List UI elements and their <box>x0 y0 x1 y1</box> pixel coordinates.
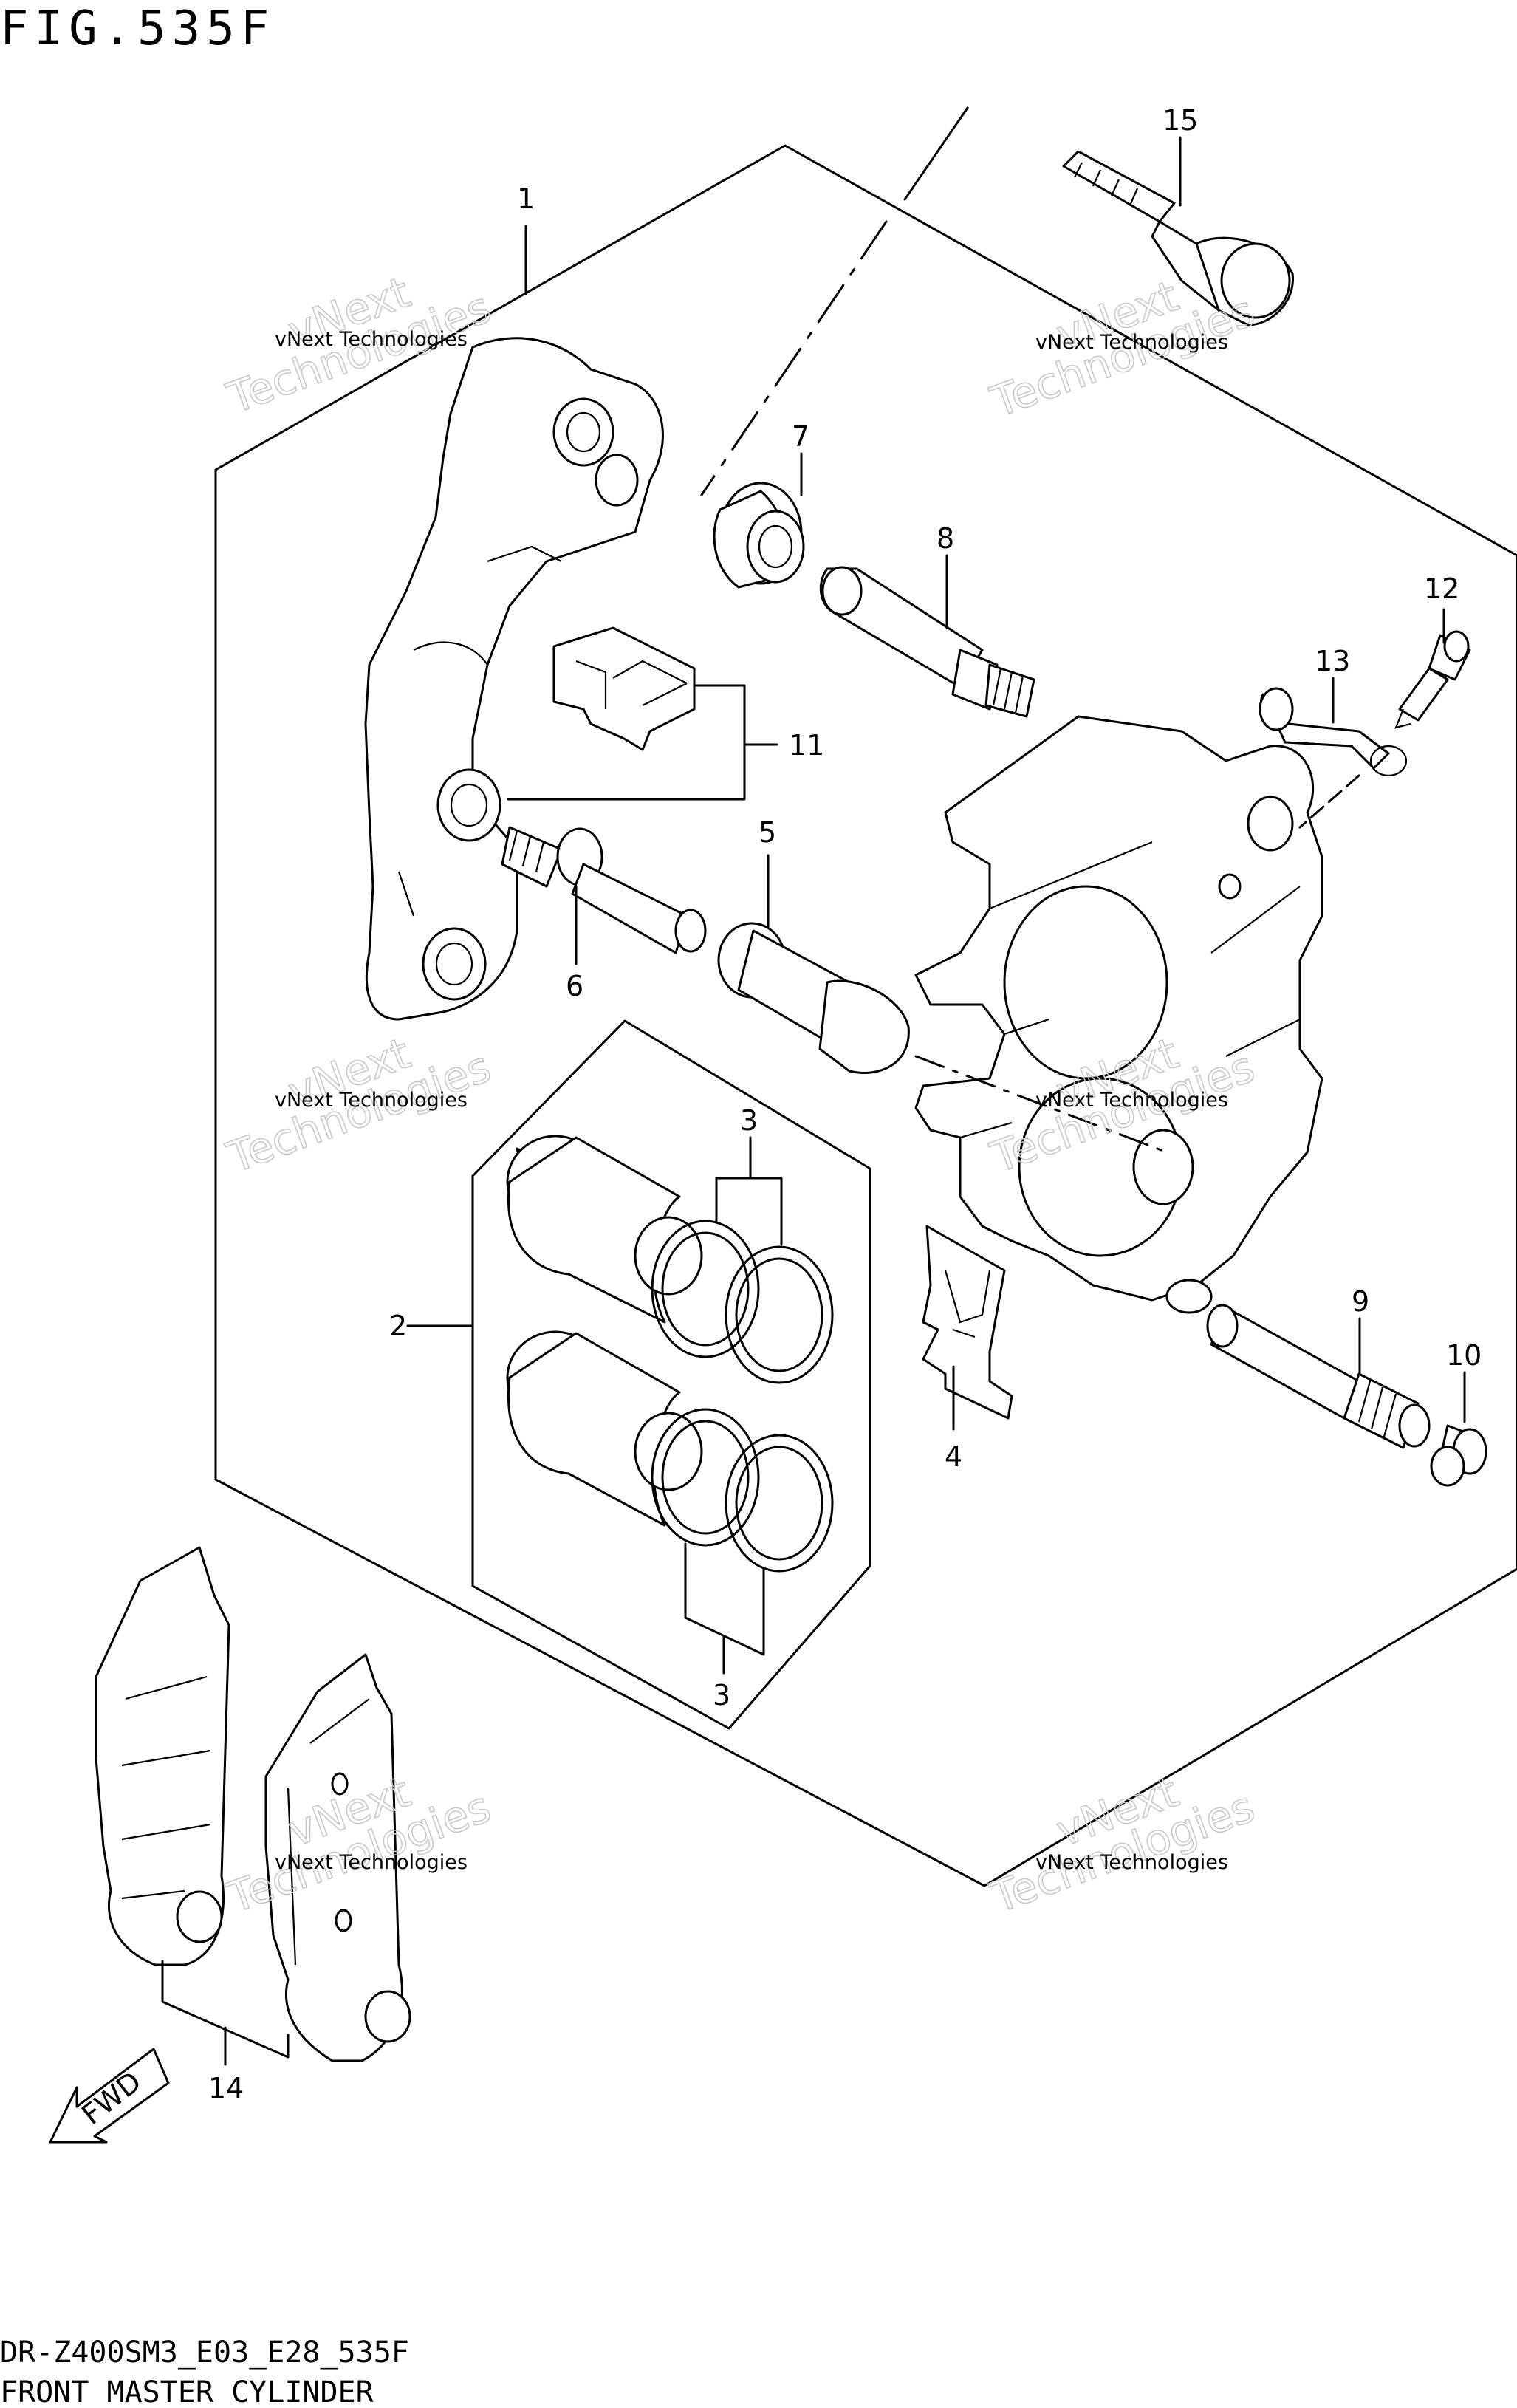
pin-9 <box>1206 1304 1431 1449</box>
boot-7 <box>713 482 805 589</box>
callout-4: 4 <box>945 1440 962 1473</box>
callout-3-top: 3 <box>740 1104 758 1137</box>
callout-line-3a <box>715 1177 783 1246</box>
pin-5 <box>717 922 910 1074</box>
brake-pad-inner <box>264 1653 411 2062</box>
fwd-direction-arrow: FWD <box>49 2048 170 2144</box>
bolt-15 <box>1062 150 1294 326</box>
bleeder-12 <box>1394 630 1471 729</box>
callout-15: 15 <box>1162 104 1198 137</box>
callout-9: 9 <box>1352 1285 1369 1318</box>
assembly-frame <box>214 144 1517 1887</box>
callout-line-11 <box>507 684 746 801</box>
watermark-bottom-right: Technologies vNext vNext Technologies <box>984 1766 1261 1924</box>
callout-10: 10 <box>1446 1339 1482 1372</box>
bleeder-cap-13 <box>1259 687 1408 777</box>
watermark-label: vNext Technologies <box>1035 1851 1228 1874</box>
callout-7: 7 <box>792 420 809 453</box>
bolt-centerline-dashed <box>700 220 888 496</box>
watermark-label: vNext Technologies <box>275 328 468 351</box>
bolt-centerline <box>903 106 969 201</box>
pad-clip-11 <box>552 626 696 751</box>
seals-3-lower <box>651 1408 834 1573</box>
caliper-axis <box>914 1055 1168 1154</box>
plug-10 <box>1430 1424 1487 1487</box>
pad-spring-4 <box>922 1225 1013 1420</box>
watermark-label: vNext Technologies <box>1035 1089 1228 1112</box>
caliper-body <box>914 715 1323 1314</box>
callout-6: 6 <box>566 970 583 1002</box>
watermark-label: vNext Technologies <box>1035 331 1228 354</box>
watermark-label: vNext Technologies <box>275 1089 468 1112</box>
callout-3-bottom: 3 <box>713 1679 730 1711</box>
seals-3-upper <box>651 1220 834 1384</box>
pin-6 <box>501 826 707 954</box>
callout-13: 13 <box>1315 645 1350 677</box>
callout-5: 5 <box>758 816 776 849</box>
watermark-top-right: Technologies vNext vNext Technologies <box>984 270 1261 428</box>
model-code: DR-Z400SM3_E03_E28_535F <box>0 2336 409 2370</box>
bleeder-axis <box>1298 774 1360 829</box>
figure-title: FIG.535F <box>0 1 275 56</box>
callout-8: 8 <box>936 522 954 555</box>
caliper-bracket <box>364 337 664 1021</box>
pistons-2 <box>506 1135 703 1527</box>
callout-11: 11 <box>789 729 824 762</box>
watermark-mid-left: Technologies vNext vNext Technologies <box>220 1027 498 1184</box>
pin-8 <box>819 566 1035 718</box>
callout-14: 14 <box>208 2072 244 2104</box>
brake-pad-outer <box>95 1546 230 1966</box>
callout-2: 2 <box>389 1310 407 1342</box>
callout-1: 1 <box>517 182 535 215</box>
callout-12: 12 <box>1424 572 1459 605</box>
figure-caption: FRONT MASTER CYLINDER <box>0 2375 374 2408</box>
piston-kit-frame <box>471 1019 871 1730</box>
watermark-label: vNext Technologies <box>275 1851 468 1874</box>
